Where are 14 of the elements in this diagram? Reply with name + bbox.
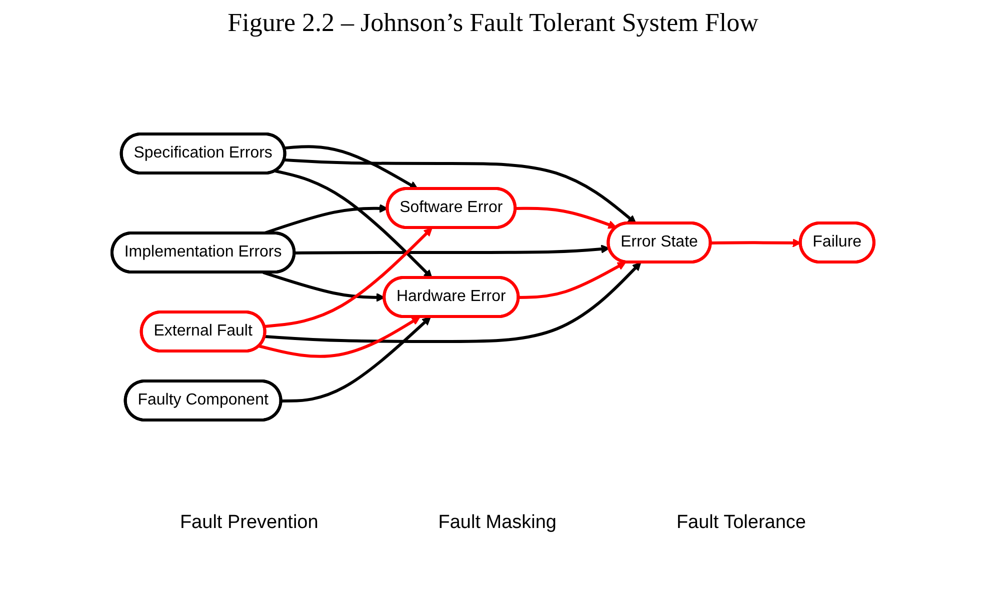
arrow <box>264 228 432 328</box>
arrow <box>284 158 636 224</box>
zone-label: Fault Prevention <box>180 512 318 534</box>
arrow <box>264 262 642 343</box>
arrow <box>294 244 610 254</box>
arrow <box>284 145 418 190</box>
arrow <box>518 262 626 299</box>
arrow <box>258 316 420 358</box>
arrow <box>275 170 432 278</box>
arrow <box>516 206 617 229</box>
figure-title: Figure 2.2 – Johnson’s Fault Tolerant System Flow <box>226 8 760 38</box>
zone-label: Fault Masking <box>438 512 557 534</box>
zone-label: Fault Tolerance <box>676 512 806 534</box>
arrow <box>281 316 431 402</box>
